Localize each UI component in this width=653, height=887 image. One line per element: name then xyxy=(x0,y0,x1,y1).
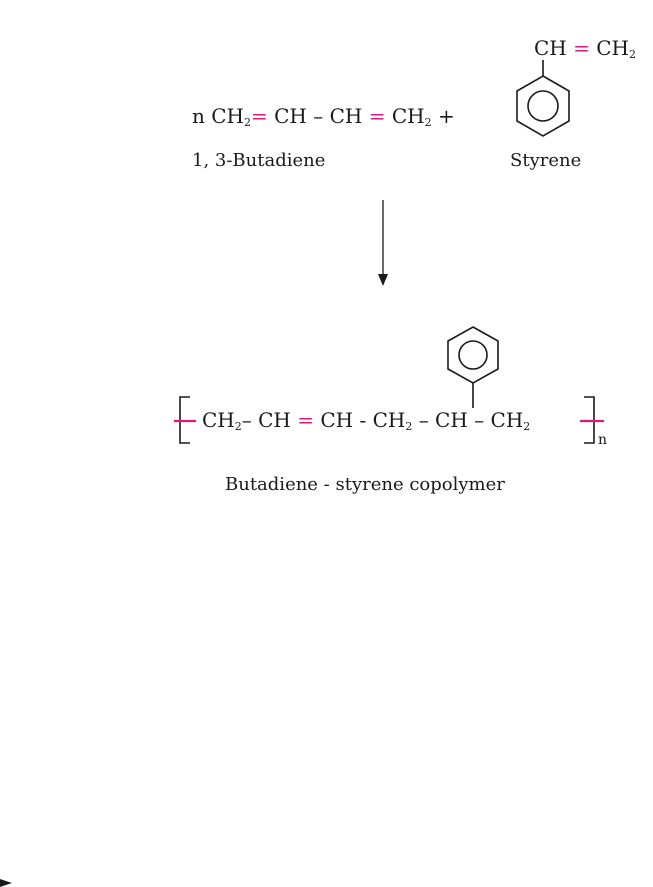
butadiene-ch2-b-subscript: 2 xyxy=(424,116,432,129)
plus-sign: + xyxy=(437,104,455,128)
product-ch2-2: CH xyxy=(372,408,406,432)
butadiene-ch2-a: CH xyxy=(211,104,244,128)
butadiene-ch2-b: CH xyxy=(391,104,425,128)
product-double-bond: = xyxy=(297,408,314,432)
product-bond-1: – xyxy=(241,408,252,432)
styrene-ch2: CH xyxy=(596,36,629,60)
product-bond-3: – xyxy=(418,408,429,432)
coefficient-n: n xyxy=(192,104,205,128)
styrene-vinyl-group: CH = CH2 xyxy=(534,36,636,60)
butadiene-ch2-a-subscript: 2 xyxy=(244,116,251,129)
left-bracket-icon xyxy=(174,396,196,444)
butadiene-single-bond: – xyxy=(313,104,324,128)
right-bracket-icon xyxy=(580,396,604,444)
product-ch2-3-subscript: 2 xyxy=(523,420,531,433)
product-bond-4: – xyxy=(474,408,485,432)
product-bond-2: - xyxy=(359,408,367,432)
styrene-benzene-ring-icon xyxy=(516,60,570,137)
copolymer-label: Butadiene - styrene copolymer xyxy=(225,474,505,495)
product-ch2-2-subscript: 2 xyxy=(405,420,413,433)
product-ch-2: CH xyxy=(320,408,354,432)
reaction-arrow-icon xyxy=(378,200,388,286)
butadiene-ch-a: CH xyxy=(274,104,307,128)
butadiene-label: 1, 3-Butadiene xyxy=(192,150,326,171)
styrene-ch2-subscript: 2 xyxy=(628,48,636,61)
butadiene-ch-b: CH xyxy=(329,104,363,128)
product-ch-1: CH xyxy=(258,408,291,432)
repeat-subscript-n: n xyxy=(598,432,608,448)
copolymer-formula: CH2– CH = CH - CH2 – CH – CH2 xyxy=(202,408,530,432)
styrene-ch: CH xyxy=(534,36,567,60)
copolymer-benzene-ring-icon xyxy=(447,326,499,408)
butadiene-formula: n CH2= CH – CH = CH2 + xyxy=(192,104,455,128)
product-ch2-1-subscript: 2 xyxy=(234,420,242,433)
corner-marker-icon xyxy=(0,879,12,887)
butadiene-double-bond-2: = xyxy=(368,104,386,128)
styrene-double-bond: = xyxy=(573,36,590,60)
product-ch2-3: CH xyxy=(490,408,524,432)
product-ch-3: CH xyxy=(435,408,468,432)
butadiene-double-bond-1: = xyxy=(251,104,268,128)
product-ch2-1: CH xyxy=(202,408,235,432)
styrene-label: Styrene xyxy=(510,150,582,171)
